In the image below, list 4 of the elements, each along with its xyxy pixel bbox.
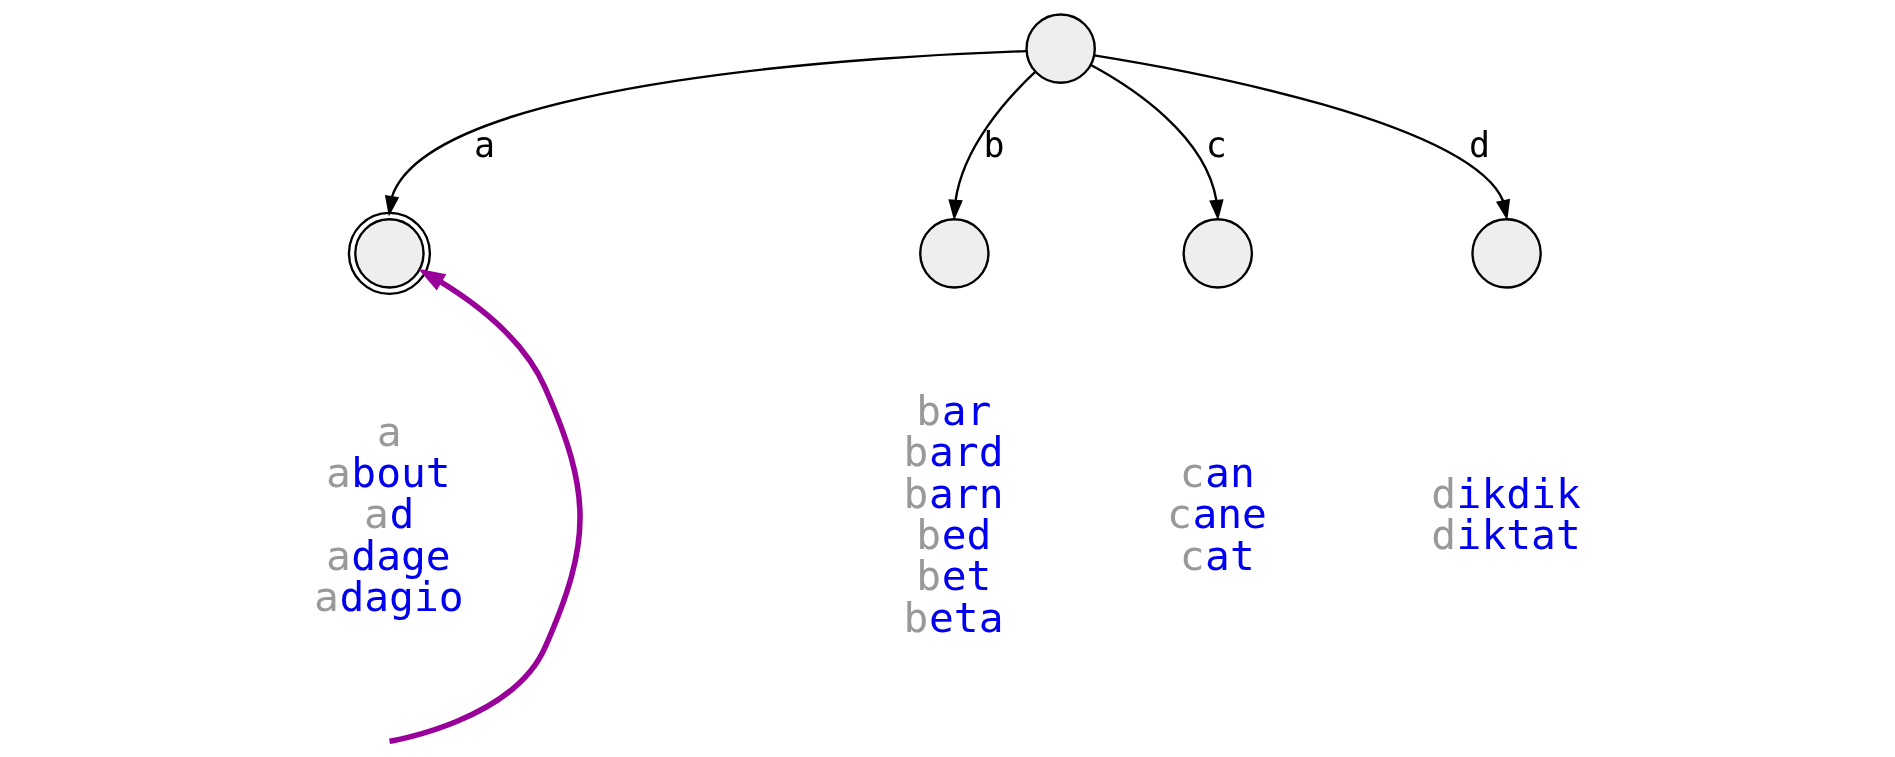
edge-label: b bbox=[983, 124, 1005, 165]
edge-label: c bbox=[1205, 124, 1227, 165]
edge-label: a bbox=[473, 124, 495, 165]
edge-label: d bbox=[1468, 124, 1490, 165]
